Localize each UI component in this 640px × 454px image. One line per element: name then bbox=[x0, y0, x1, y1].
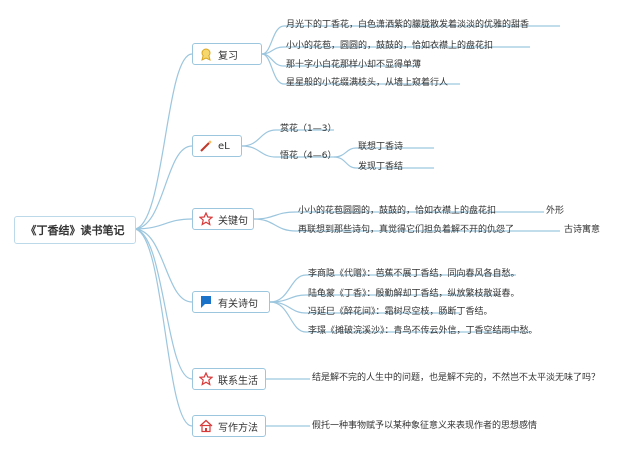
branch-key-sentences[interactable]: 关键句 bbox=[192, 208, 254, 230]
poem-item: 陆龟蒙《丁香》：殷勤解却丁香结，纵放繁枝散诞春。 bbox=[308, 289, 520, 299]
el-subitem: 发现丁香结 bbox=[358, 162, 404, 172]
branch-related-poems[interactable]: 有关诗句 bbox=[192, 291, 270, 313]
review-item: 小小的花苞，圆圆的，鼓鼓的，恰如衣襟上的盘花扣 bbox=[286, 41, 494, 51]
branch-writing-method[interactable]: 写作方法 bbox=[192, 415, 266, 437]
review-item: 星星般的小花缀满枝头，从墙上窥着行人 bbox=[286, 78, 449, 88]
branch-review[interactable]: 复习 bbox=[192, 43, 262, 65]
life-item: 结是解不完的人生中的问题，也是解不完的，不然岂不太平淡无味了吗？ bbox=[312, 373, 601, 383]
writing-item: 假托一种事物赋予以某种象征意义来表现作者的思想感情 bbox=[312, 421, 538, 431]
review-item: 月光下的丁香花，白色潇洒紫的朦胧散发着淡淡的优雅的甜香 bbox=[286, 20, 530, 30]
key-sentence: 小小的花苞圆圆的，鼓鼓的，恰如衣襟上的盘花扣 bbox=[298, 206, 497, 216]
branch-label: 写作方法 bbox=[218, 422, 258, 434]
branch-label: 复习 bbox=[218, 50, 238, 62]
poem-item: 李商隐《代赠》：芭蕉不展丁香结，同向春风各自愁。 bbox=[308, 269, 520, 279]
key-sentence-note: 外形 bbox=[546, 206, 565, 216]
el-item: 赏花（1—3） bbox=[280, 124, 337, 134]
branch-label: 有关诗句 bbox=[218, 298, 258, 310]
branch-label: 联系生活 bbox=[218, 375, 258, 387]
magic-wand-icon bbox=[199, 139, 213, 153]
branch-el[interactable]: eL bbox=[192, 135, 242, 157]
el-subitem: 联想丁香诗 bbox=[358, 142, 404, 152]
root-title: 《丁香结》读书笔记 bbox=[25, 224, 125, 237]
branch-label: eL bbox=[218, 140, 230, 152]
key-sentence-note: 古诗寓意 bbox=[564, 225, 601, 235]
flag-icon bbox=[199, 295, 213, 309]
home-icon bbox=[199, 419, 213, 433]
star-icon bbox=[199, 212, 213, 226]
review-item: 那十字小白花那样小却不显得单薄 bbox=[286, 60, 422, 70]
root-topic[interactable]: 《丁香结》读书笔记 bbox=[14, 216, 136, 244]
medal-icon bbox=[199, 47, 213, 61]
branch-label: 关键句 bbox=[218, 215, 248, 227]
star-icon bbox=[199, 372, 213, 386]
poem-item: 李璟《摊破浣溪沙》：青鸟不传云外信，丁香空结雨中愁。 bbox=[308, 326, 538, 336]
poem-item: 冯延巳《醉花间》：霜树尽空枝，肠断丁香结。 bbox=[308, 307, 493, 317]
key-sentence: 再联想到那些诗句，真觉得它们担负着解不开的仇怨了 bbox=[298, 225, 515, 235]
branch-life-connection[interactable]: 联系生活 bbox=[192, 368, 266, 390]
el-item: 悟花（4—6） bbox=[280, 151, 337, 161]
